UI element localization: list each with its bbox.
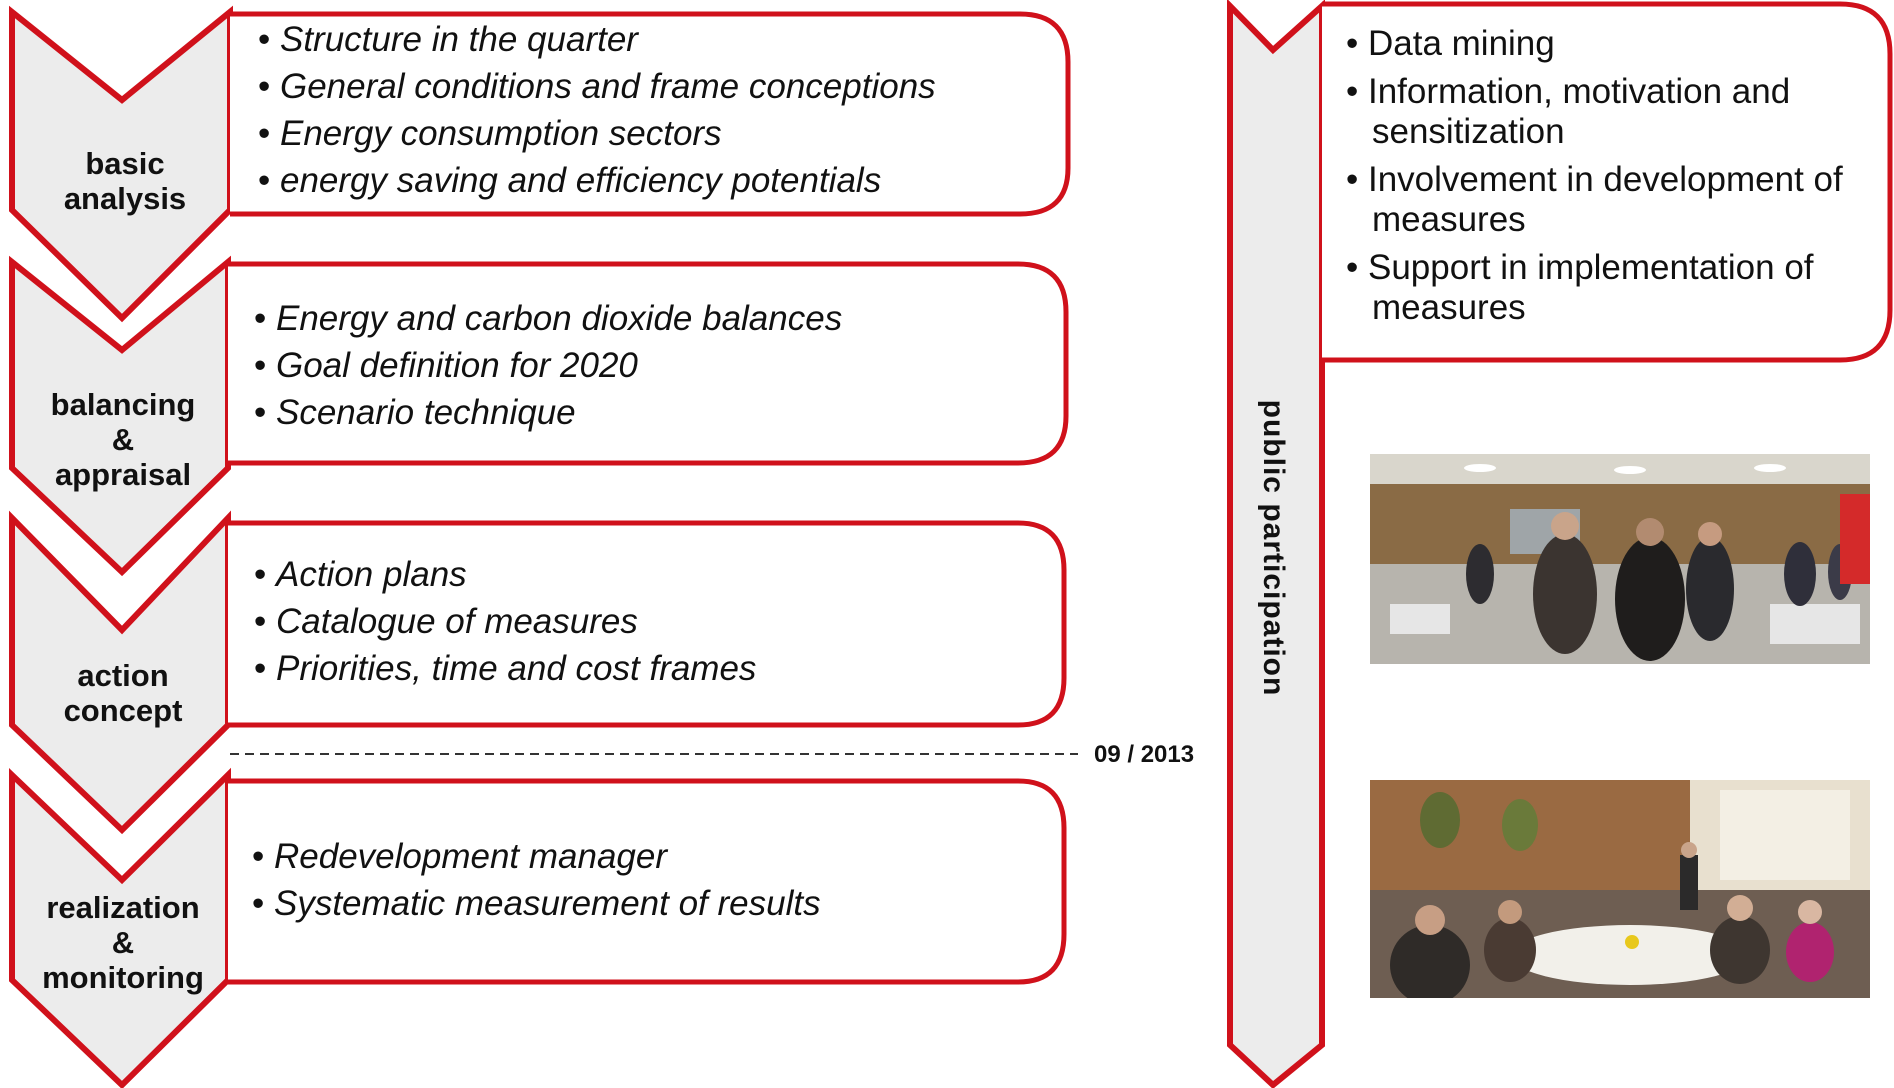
photo-seated-workshop	[1370, 780, 1870, 998]
phase-label-line: basic	[85, 146, 165, 181]
phase-label-line: balancing	[50, 387, 196, 422]
photo-standing-meeting	[1370, 454, 1870, 664]
list-item: Structure in the quarter	[258, 16, 936, 63]
phase-label-balancing-appraisal: balancing & appraisal	[18, 387, 228, 492]
participation-items: Data mining Information, motivation and …	[1346, 24, 1886, 336]
phase-label-line: analysis	[63, 181, 187, 216]
phase-label-line: realization	[46, 890, 200, 925]
phase-items-realization-monitoring: Redevelopment manager Systematic measure…	[252, 833, 821, 927]
list-item: energy saving and efficiency potentials	[258, 157, 936, 204]
phase-items-basic-analysis: Structure in the quarter General conditi…	[258, 16, 936, 204]
list-item: Priorities, time and cost frames	[254, 645, 756, 692]
list-item: Information, motivation and sensitizatio…	[1346, 72, 1886, 152]
list-item: Catalogue of measures	[254, 598, 756, 645]
list-item: Systematic measurement of results	[252, 880, 821, 927]
phase-label-action-concept: action concept	[18, 658, 228, 728]
phase-items-balancing-appraisal: Energy and carbon dioxide balances Goal …	[254, 295, 842, 436]
milestone-date: 09 / 2013	[1094, 741, 1195, 768]
phase-label-line: action	[77, 658, 169, 693]
list-item: Support in implementation of measures	[1346, 248, 1886, 328]
phase-label-line: &	[111, 925, 135, 960]
phase-label-line: &	[111, 422, 135, 457]
phase-chevron-balancing-appraisal	[9, 255, 231, 577]
phase-label-line: appraisal	[54, 457, 192, 492]
list-item: Redevelopment manager	[252, 833, 821, 880]
list-item: General conditions and frame conceptions	[258, 63, 936, 110]
list-item: Data mining	[1346, 24, 1886, 64]
phase-label-realization-monitoring: realization & monitoring	[18, 890, 228, 995]
list-item: Involvement in development of measures	[1346, 160, 1886, 240]
list-item: Goal definition for 2020	[254, 342, 842, 389]
list-item: Energy and carbon dioxide balances	[254, 295, 842, 342]
phase-label-basic-analysis: basic analysis	[20, 146, 230, 216]
participation-label: public participation	[1257, 399, 1290, 697]
list-item: Energy consumption sectors	[258, 110, 936, 157]
phase-items-action-concept: Action plans Catalogue of measures Prior…	[254, 551, 756, 692]
list-item: Scenario technique	[254, 389, 842, 436]
phase-label-line: monitoring	[42, 960, 204, 995]
phase-label-line: concept	[63, 693, 183, 728]
participation-arrow	[1227, 0, 1325, 1088]
list-item: Action plans	[254, 551, 756, 598]
